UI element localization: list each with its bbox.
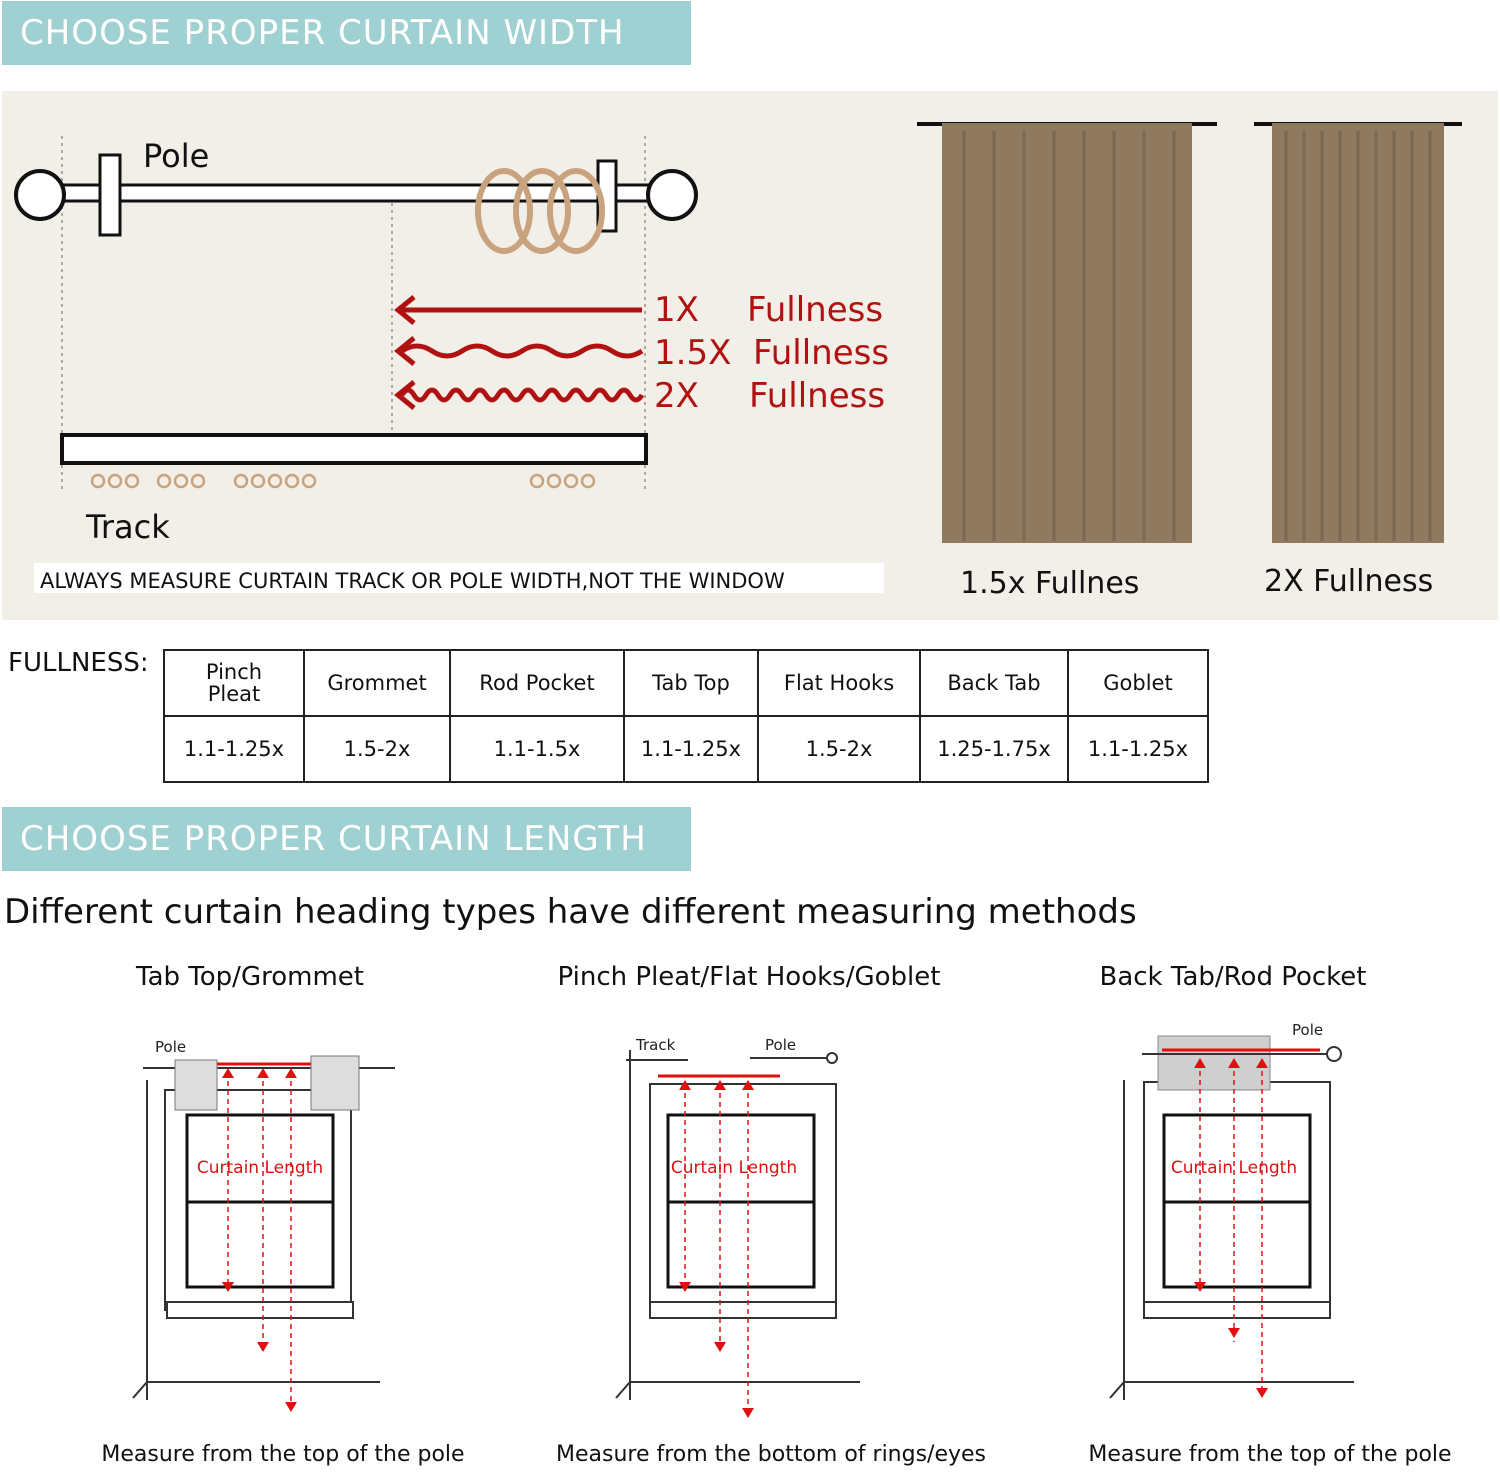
header-grommet: Grommet [303,649,451,717]
fullness-2x-ratio: 2X [654,376,699,416]
fullness-table-label: FULLNESS: [8,648,149,678]
pole-label: Pole [143,137,209,175]
header-back-tab: Back Tab [919,649,1069,717]
curtain-length-label: Curtain Length [671,1158,797,1178]
fullness-header-row: Pinch Pleat Grommet Rod Pocket Tab Top F… [163,649,1209,717]
value-goblet: 1.1-1.25x [1067,715,1209,783]
fullness-15x-word: Fullness [753,333,889,373]
header-rod-pocket: Rod Pocket [449,649,625,717]
caption-pinch-pleat: Measure from the bottom of rings/eyes [555,1442,987,1467]
fullness-2x-word: Fullness [749,376,885,416]
fullness-value-row: 1.1-1.25x 1.5-2x 1.1-1.5x 1.1-1.25x 1.5-… [163,715,1209,783]
header-pinch-pleat: Pinch Pleat [163,649,305,717]
curtain-photo-2x [1254,122,1462,543]
length-diagram-back-tab: Pole Curtain Length [1109,1021,1354,1400]
rail-label-pole: Pole [155,1038,186,1056]
width-illustration-panel: Pole 1X Fullness 1.5X Fullness 2X Fullne… [2,91,1498,620]
length-diagram-pinch-pleat: Track Pole Curtain Length [615,1036,860,1418]
value-tab-top: 1.1-1.25x [623,715,759,783]
rail-label-pole-2: Pole [765,1036,796,1054]
pole-illustration [14,153,698,254]
fullness-1x-word: Fullness [747,290,883,330]
measure-notice: ALWAYS MEASURE CURTAIN TRACK OR POLE WID… [40,569,785,593]
value-grommet: 1.5-2x [303,715,451,783]
value-back-tab: 1.25-1.75x [919,715,1069,783]
value-pinch-pleat: 1.1-1.25x [163,715,305,783]
rail-label-pole: Pole [1292,1021,1323,1039]
value-rod-pocket: 1.1-1.5x [449,715,625,783]
column-title-back-tab: Back Tab/Rod Pocket [1099,962,1367,992]
column-title-pinch-pleat: Pinch Pleat/Flat Hooks/Goblet [557,962,941,992]
curtain-length-label: Curtain Length [197,1158,323,1178]
rail-label-track: Track [635,1036,676,1054]
width-diagram: Pole 1X Fullness 1.5X Fullness 2X Fullne… [14,122,1462,601]
value-flat-hooks: 1.5-2x [757,715,921,783]
track-label: Track [85,508,170,546]
curtain-photo-1-5x [917,122,1217,543]
caption-back-tab: Measure from the top of the pole [1088,1442,1452,1467]
width-section-banner: CHOOSE PROPER CURTAIN WIDTH [2,1,691,65]
fullness-15x-ratio: 1.5X [654,333,731,373]
fullness-1x-ratio: 1X [654,290,699,330]
fullness-arrows [394,295,645,410]
curtain-length-label: Curtain Length [1171,1158,1297,1178]
length-section-banner: CHOOSE PROPER CURTAIN LENGTH [2,807,691,871]
photo-caption-2x: 2X Fullness [1264,564,1433,599]
track-illustration [60,433,648,489]
column-title-tab-top: Tab Top/Grommet [136,962,364,992]
header-goblet: Goblet [1067,649,1209,717]
length-subheading: Different curtain heading types have dif… [4,892,1137,932]
caption-tab-top: Measure from the top of the pole [101,1442,465,1467]
fullness-table: Pinch Pleat Grommet Rod Pocket Tab Top F… [163,649,1209,783]
length-diagram-tab-top: Pole Curtain Length [132,1038,395,1412]
header-tab-top: Tab Top [623,649,759,717]
photo-caption-1-5x: 1.5x Fullnes [960,566,1139,601]
header-flat-hooks: Flat Hooks [757,649,921,717]
